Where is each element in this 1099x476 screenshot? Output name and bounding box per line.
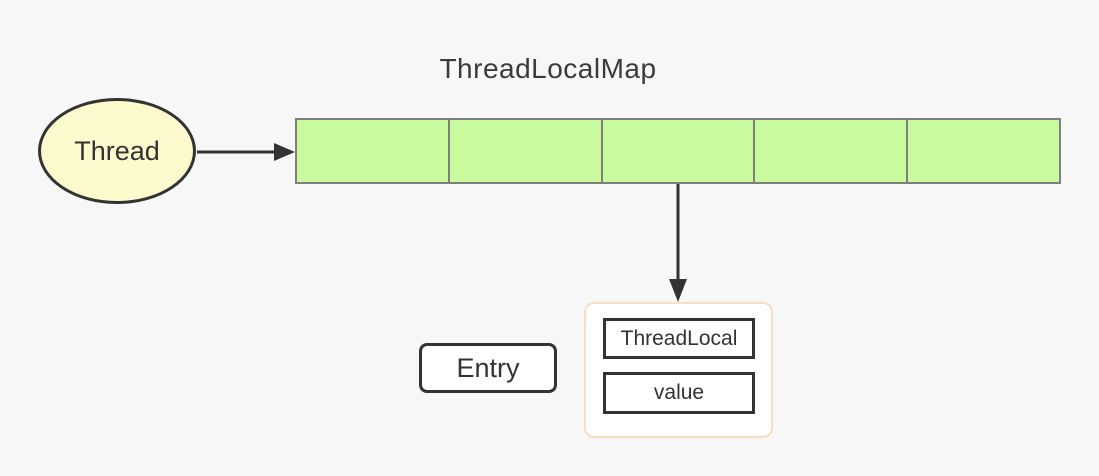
cell-to-entry-arrow [669, 184, 687, 302]
entry-group-box: ThreadLocal value [584, 302, 773, 438]
map-cell-5 [908, 120, 1059, 182]
map-cell-4 [755, 120, 909, 182]
entry-label: Entry [456, 352, 520, 383]
entry-field-threadlocal-label: ThreadLocal [620, 326, 738, 350]
thread-to-map-arrow [197, 143, 295, 161]
entry-field-value-label: value [653, 381, 705, 404]
threadlocalmap-array [295, 118, 1061, 184]
thread-node-label: Thread [74, 135, 160, 166]
entry-field-value: value [603, 372, 755, 414]
thread-node: Thread [38, 98, 196, 204]
entry-field-threadlocal: ThreadLocal [603, 318, 755, 359]
map-cell-2 [450, 120, 603, 182]
diagram-title: ThreadLocalMap [439, 53, 657, 84]
map-cell-3 [603, 120, 756, 182]
map-cell-1 [297, 120, 450, 182]
entry-label-box: Entry [419, 343, 557, 393]
